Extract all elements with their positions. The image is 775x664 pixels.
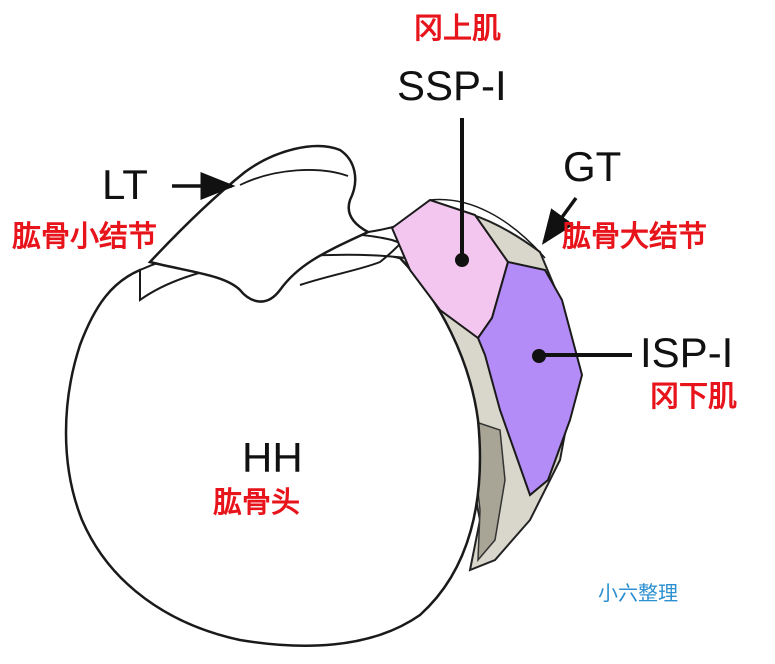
lesser-tuberosity-abbr-label: LT — [102, 161, 148, 208]
supraspinatus-cn-label: 冈上肌 — [414, 11, 502, 45]
supraspinatus-abbr-label: SSP-I — [397, 62, 507, 109]
lesser-tuberosity — [147, 144, 371, 303]
lesser-tuberosity-cn-label: 肱骨小结节 — [12, 219, 158, 253]
gt-arrow — [541, 196, 578, 245]
isp-marker-dot — [532, 349, 546, 363]
greater-tuberosity-cn-label: 肱骨大结节 — [562, 219, 708, 253]
greater-tuberosity-abbr-label: GT — [563, 143, 622, 190]
ssp-marker-dot — [455, 253, 469, 267]
watermark-text: 小六整理 — [598, 581, 678, 605]
lesser-tuberosity-ridge — [239, 169, 349, 186]
infraspinatus-insertion — [476, 260, 584, 497]
humeral-head-abbr-label: HH — [242, 434, 303, 481]
greater-tuberosity-edge — [429, 198, 546, 259]
infraspinatus-cn-label: 冈下肌 — [650, 379, 738, 413]
infraspinatus-abbr-label: ISP-I — [640, 329, 734, 376]
humeral-head-cn-label: 肱骨头 — [213, 485, 301, 519]
